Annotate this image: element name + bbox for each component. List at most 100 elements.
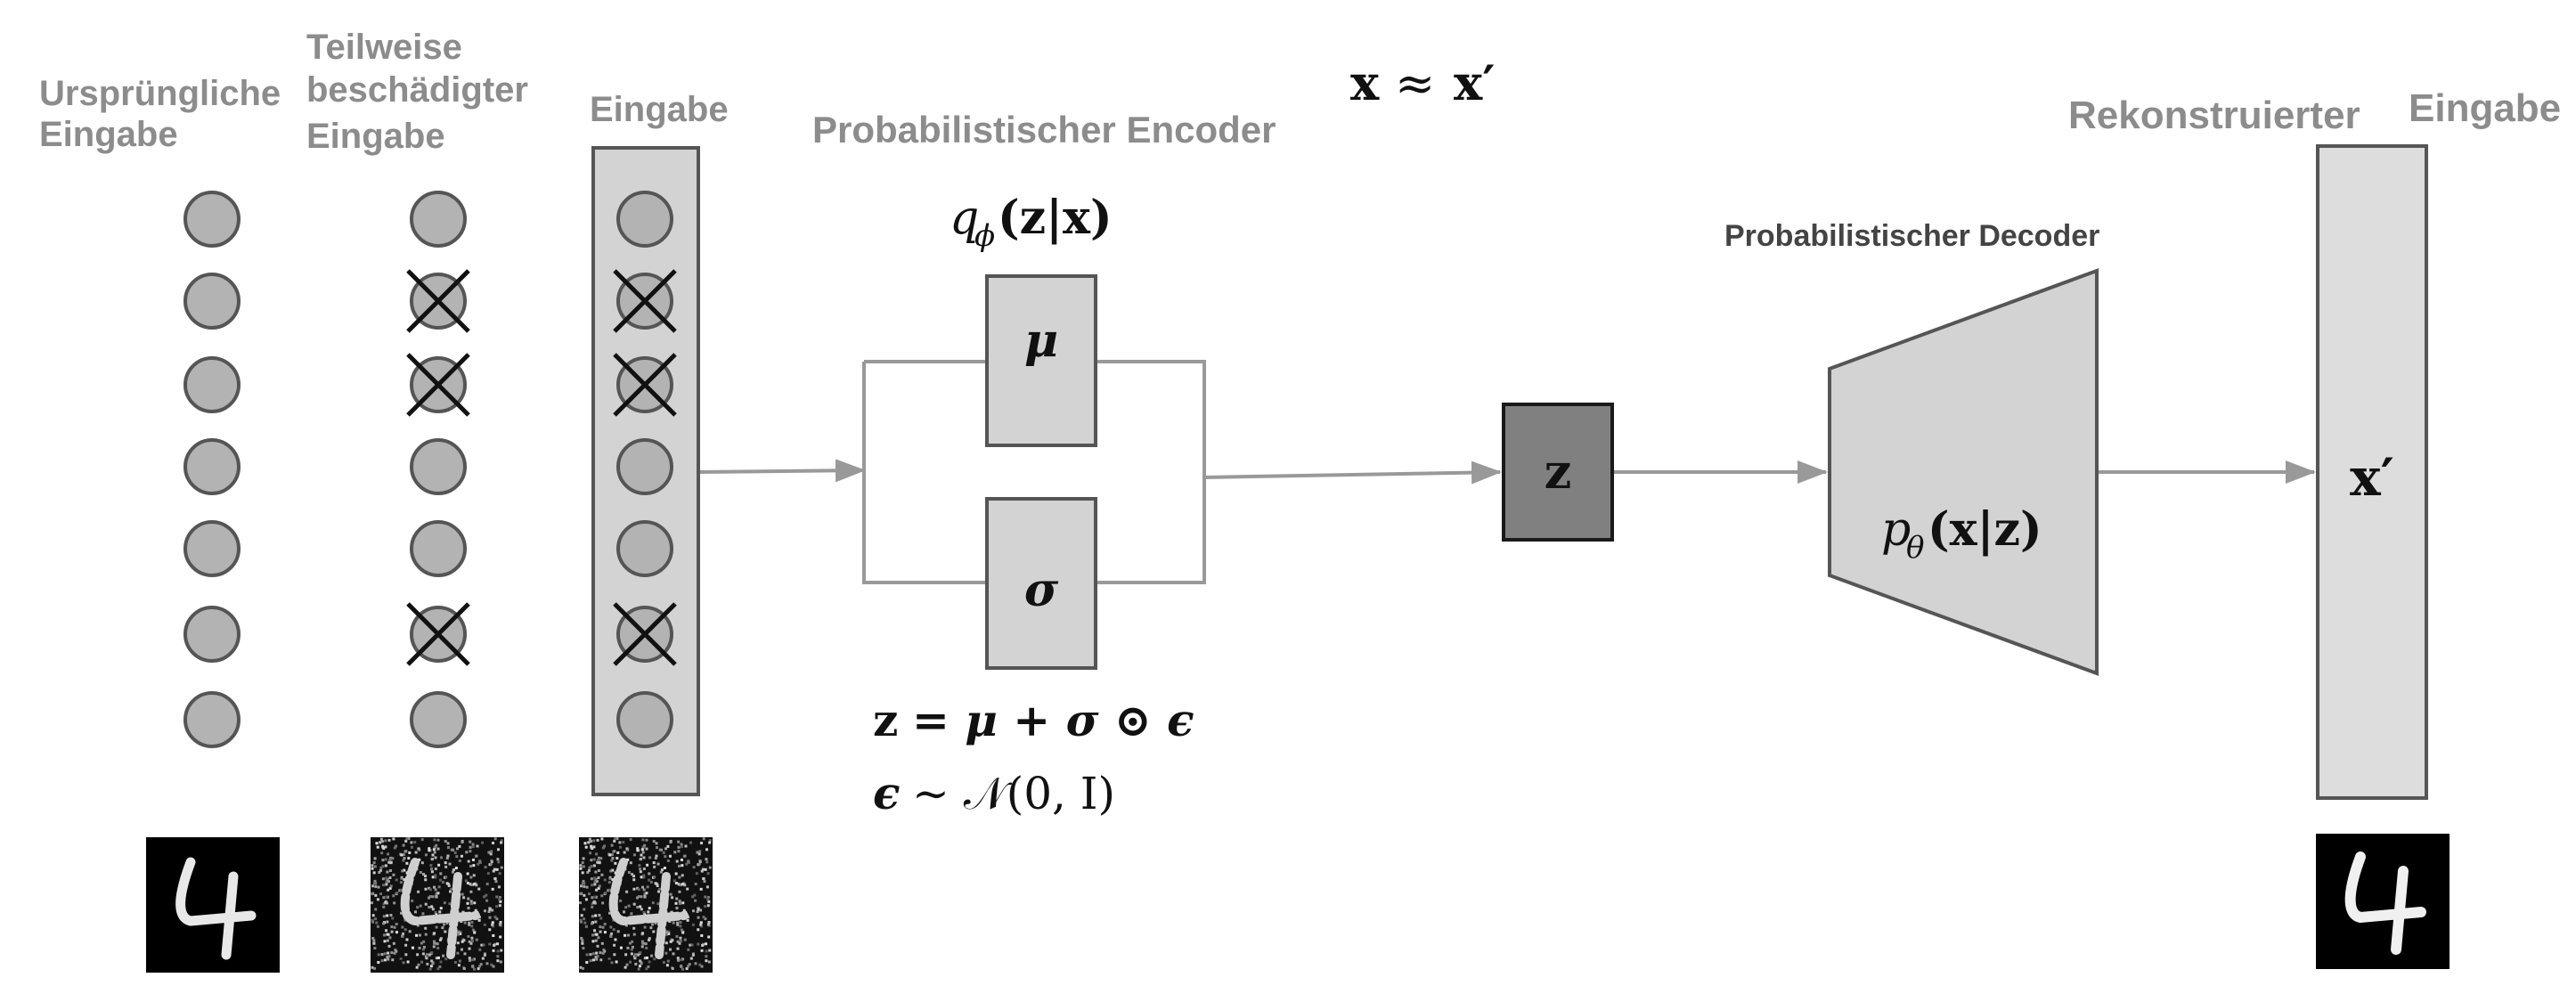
noise-speckle [583, 917, 586, 921]
noise-speckle [385, 876, 388, 880]
noise-speckle [581, 861, 584, 865]
noise-speckle [376, 898, 379, 901]
noise-speckle [477, 887, 481, 891]
noise-speckle [610, 853, 614, 857]
noise-speckle [684, 844, 688, 848]
noise-speckle [677, 958, 681, 962]
noise-speckle [640, 962, 643, 965]
noise-speckle [580, 920, 583, 924]
corrupted-digit-image [371, 837, 504, 973]
noise-speckle [583, 842, 587, 845]
noise-speckle [478, 948, 482, 951]
noise-speckle [385, 883, 388, 886]
noise-speckle [453, 960, 457, 964]
noise-speckle [674, 901, 678, 905]
noise-speckle [472, 874, 476, 877]
noise-speckle [691, 909, 695, 913]
noise-speckle [500, 866, 503, 869]
noise-speckle [491, 887, 494, 891]
noise-speckle [683, 854, 687, 858]
encoder-branch-left [862, 362, 987, 584]
noise-speckle [500, 949, 503, 952]
noise-speckle [469, 840, 472, 843]
noise-speckle [608, 876, 612, 880]
noise-speckle [419, 904, 422, 908]
corrupted-node-2-masked-mark [406, 269, 470, 333]
input-node-7 [616, 691, 673, 748]
noise-speckle [439, 878, 443, 882]
noise-speckle [496, 942, 500, 946]
noise-speckle [677, 883, 681, 886]
noise-speckle [454, 867, 458, 870]
noise-speckle [594, 956, 598, 959]
noise-speckle [592, 839, 596, 843]
noise-speckle [579, 864, 583, 868]
noise-speckle [652, 840, 656, 843]
noise-speckle [493, 877, 497, 881]
noise-speckle [413, 841, 417, 844]
noise-speckle [645, 847, 648, 851]
noise-speckle [697, 928, 700, 932]
noise-speckle [641, 941, 645, 945]
noise-speckle [386, 870, 389, 874]
noise-speckle [478, 965, 482, 968]
noise-speckle [462, 966, 466, 970]
noise-speckle [496, 959, 500, 963]
noise-speckle [434, 888, 437, 892]
noise-speckle [601, 951, 605, 955]
noise-speckle [436, 946, 440, 949]
noise-speckle [384, 845, 387, 849]
noise-speckle [434, 856, 437, 860]
noise-speckle [477, 967, 480, 971]
noise-speckle [603, 878, 607, 882]
noise-speckle [438, 910, 442, 914]
noise-speckle [708, 839, 712, 843]
noise-speckle [632, 875, 635, 878]
noise-speckle [643, 892, 647, 896]
noise-speckle [457, 964, 461, 967]
noise-speckle [700, 933, 704, 937]
noise-speckle [495, 895, 499, 899]
noise-speckle [381, 859, 385, 862]
noise-speckle [706, 898, 710, 901]
noise-speckle [631, 873, 634, 876]
noise-speckle [590, 877, 593, 881]
noise-speckle [484, 866, 487, 869]
original-input-label-line1: Ursprüngliche [39, 74, 281, 113]
noise-speckle [596, 860, 599, 864]
noise-speckle [418, 946, 421, 949]
noise-speckle [402, 932, 405, 935]
noise-speckle [385, 880, 388, 884]
noise-speckle [612, 928, 615, 932]
noise-speckle [479, 963, 483, 966]
noise-speckle [450, 887, 453, 891]
noise-speckle [379, 866, 383, 869]
noise-speckle [451, 870, 454, 874]
noise-speckle [643, 957, 647, 960]
noise-speckle [583, 893, 586, 897]
noise-speckle [448, 902, 452, 906]
noise-speckle [389, 884, 393, 888]
noise-speckle [377, 960, 380, 964]
noise-speckle [648, 856, 652, 860]
noise-speckle [395, 878, 398, 882]
noise-speckle [483, 895, 486, 899]
noise-speckle [393, 901, 396, 905]
noise-speckle [580, 936, 583, 940]
noise-speckle [456, 933, 460, 937]
noise-speckle [611, 857, 615, 860]
noise-speckle [400, 876, 404, 880]
noise-speckle [486, 872, 490, 876]
noise-speckle [678, 890, 681, 893]
noise-speckle [633, 957, 637, 960]
noise-speckle [588, 892, 591, 896]
noise-speckle [626, 858, 630, 861]
noise-speckle [411, 899, 414, 902]
noise-speckle [446, 854, 450, 858]
noise-speckle [407, 837, 411, 841]
noise-speckle [492, 949, 495, 952]
noise-speckle [388, 859, 392, 862]
noise-speckle [590, 859, 593, 862]
noise-speckle [645, 892, 648, 895]
noise-speckle [584, 925, 588, 928]
